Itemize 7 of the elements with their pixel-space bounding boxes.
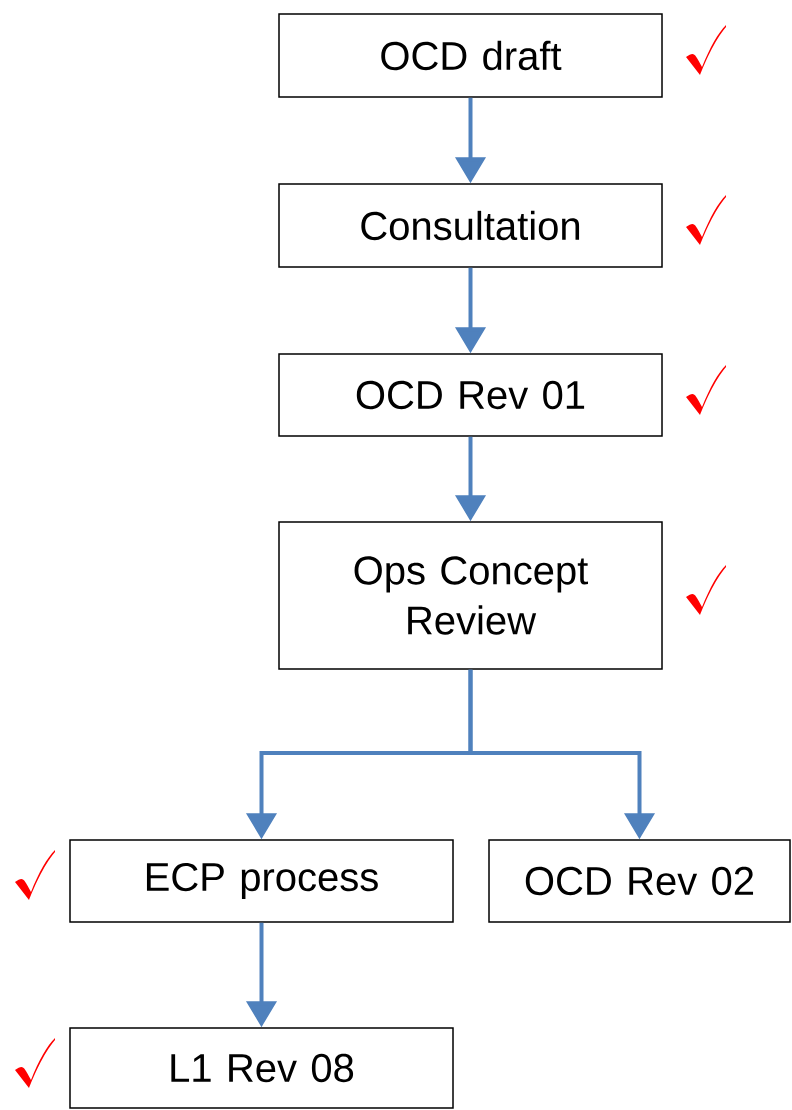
process-box: OCD Rev 01 [278, 353, 663, 437]
process-box: OCD Rev 02 [488, 839, 791, 923]
process-box: L1 Rev 08 [69, 1027, 454, 1109]
process-box: ECP process [69, 839, 454, 923]
process-box: Consultation [278, 183, 663, 268]
process-box: OCD draft [278, 13, 663, 98]
process-box: Ops Concept Review [278, 521, 663, 670]
